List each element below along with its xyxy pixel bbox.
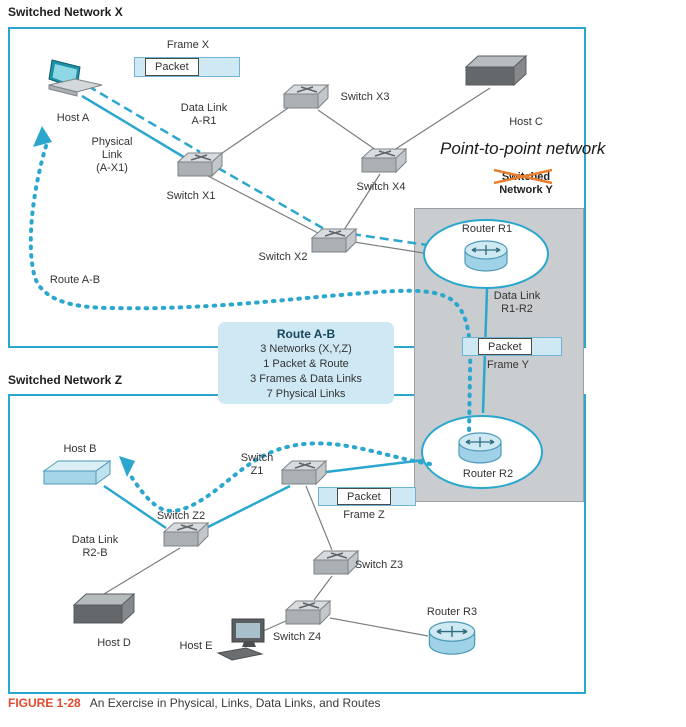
switch-z2-label: Switch Z2 xyxy=(156,510,206,522)
frame-y-label: Frame Y xyxy=(487,359,529,371)
host-b-label: Host B xyxy=(63,443,97,455)
route-a-b-label: Route A-B xyxy=(49,274,101,286)
point-to-point-note: Point-to-point network xyxy=(440,139,606,158)
figure-number: FIGURE 1-28 xyxy=(8,696,81,710)
frame-z-label: Frame Z xyxy=(343,509,385,521)
frame-x-bar: Packet xyxy=(134,57,240,77)
switch-x2-icon xyxy=(310,226,358,261)
physical-links xyxy=(103,87,491,637)
switch-x4-icon xyxy=(360,146,408,181)
route-summary-line: 1 Packet & Route xyxy=(263,358,349,370)
route-a-b-path xyxy=(28,144,473,513)
data-link-a-r1-label: Data Link A-R1 xyxy=(180,102,228,127)
router-r2-label: Router R2 xyxy=(462,468,514,480)
network-x-title: Switched Network X xyxy=(8,5,123,19)
network-z-title: Switched Network Z xyxy=(8,373,123,387)
switch-x1-label: Switch X1 xyxy=(166,190,216,202)
route-summary-line: 7 Physical Links xyxy=(266,388,346,400)
physical-link-a-x1-label: Physical Link (A-X1) xyxy=(91,136,133,174)
cross-out-icon xyxy=(493,168,553,185)
route-summary-title: Route A-B xyxy=(276,327,336,341)
host-c-label: Host C xyxy=(509,116,543,128)
host-a-icon xyxy=(46,58,104,109)
switch-x2-label: Switch X2 xyxy=(258,251,308,263)
switch-z4-label: Switch Z4 xyxy=(272,631,322,643)
switch-z2-icon xyxy=(162,520,210,555)
route-summary-line: 3 Networks (X,Y,Z) xyxy=(260,343,352,355)
host-e-icon xyxy=(216,618,268,667)
switch-z1-label: Switch Z1 xyxy=(240,452,274,477)
host-d-icon xyxy=(72,592,136,633)
host-e-label: Host E xyxy=(179,640,213,652)
frame-x-packet: Packet xyxy=(145,58,199,76)
switch-z4-icon xyxy=(284,598,332,633)
switch-z3-icon xyxy=(312,548,360,583)
host-b-icon xyxy=(42,458,112,495)
network-y-title-line2: Network Y xyxy=(499,184,553,196)
router-r1-label: Router R1 xyxy=(461,223,513,235)
route-summary-line: 3 Frames & Data Links xyxy=(250,373,362,385)
dashed-data-links xyxy=(87,84,428,247)
route-summary-box: Route A-B 3 Networks (X,Y,Z) 1 Packet & … xyxy=(218,322,394,404)
switch-x3-label: Switch X3 xyxy=(340,91,390,103)
frame-z-packet: Packet xyxy=(337,488,391,505)
switch-x4-label: Switch X4 xyxy=(356,181,406,193)
figure-caption-row: FIGURE 1-28 An Exercise in Physical, Lin… xyxy=(8,696,381,710)
router-r2-icon xyxy=(454,430,506,471)
host-a-label: Host A xyxy=(56,112,90,124)
router-r3-icon xyxy=(424,618,480,663)
router-r1-icon xyxy=(460,238,512,279)
frame-y-bar: Packet xyxy=(462,337,562,356)
data-link-r2-b-label: Data Link R2-B xyxy=(71,534,119,559)
frame-x-label: Frame X xyxy=(166,39,210,51)
switch-z1-icon xyxy=(280,458,328,493)
switch-z3-label: Switch Z3 xyxy=(354,559,404,571)
figure-caption: An Exercise in Physical, Links, Data Lin… xyxy=(89,696,381,710)
switch-x3-icon xyxy=(282,82,330,117)
frame-y-packet: Packet xyxy=(478,338,532,355)
frame-z-bar: Packet xyxy=(318,487,416,506)
data-link-r1-r2-label: Data Link R1-R2 xyxy=(493,290,541,315)
switch-x1-icon xyxy=(176,150,224,185)
host-d-label: Host D xyxy=(97,637,131,649)
router-r3-label: Router R3 xyxy=(426,606,478,618)
host-c-icon xyxy=(464,54,528,95)
route-arrowheads xyxy=(33,126,135,477)
